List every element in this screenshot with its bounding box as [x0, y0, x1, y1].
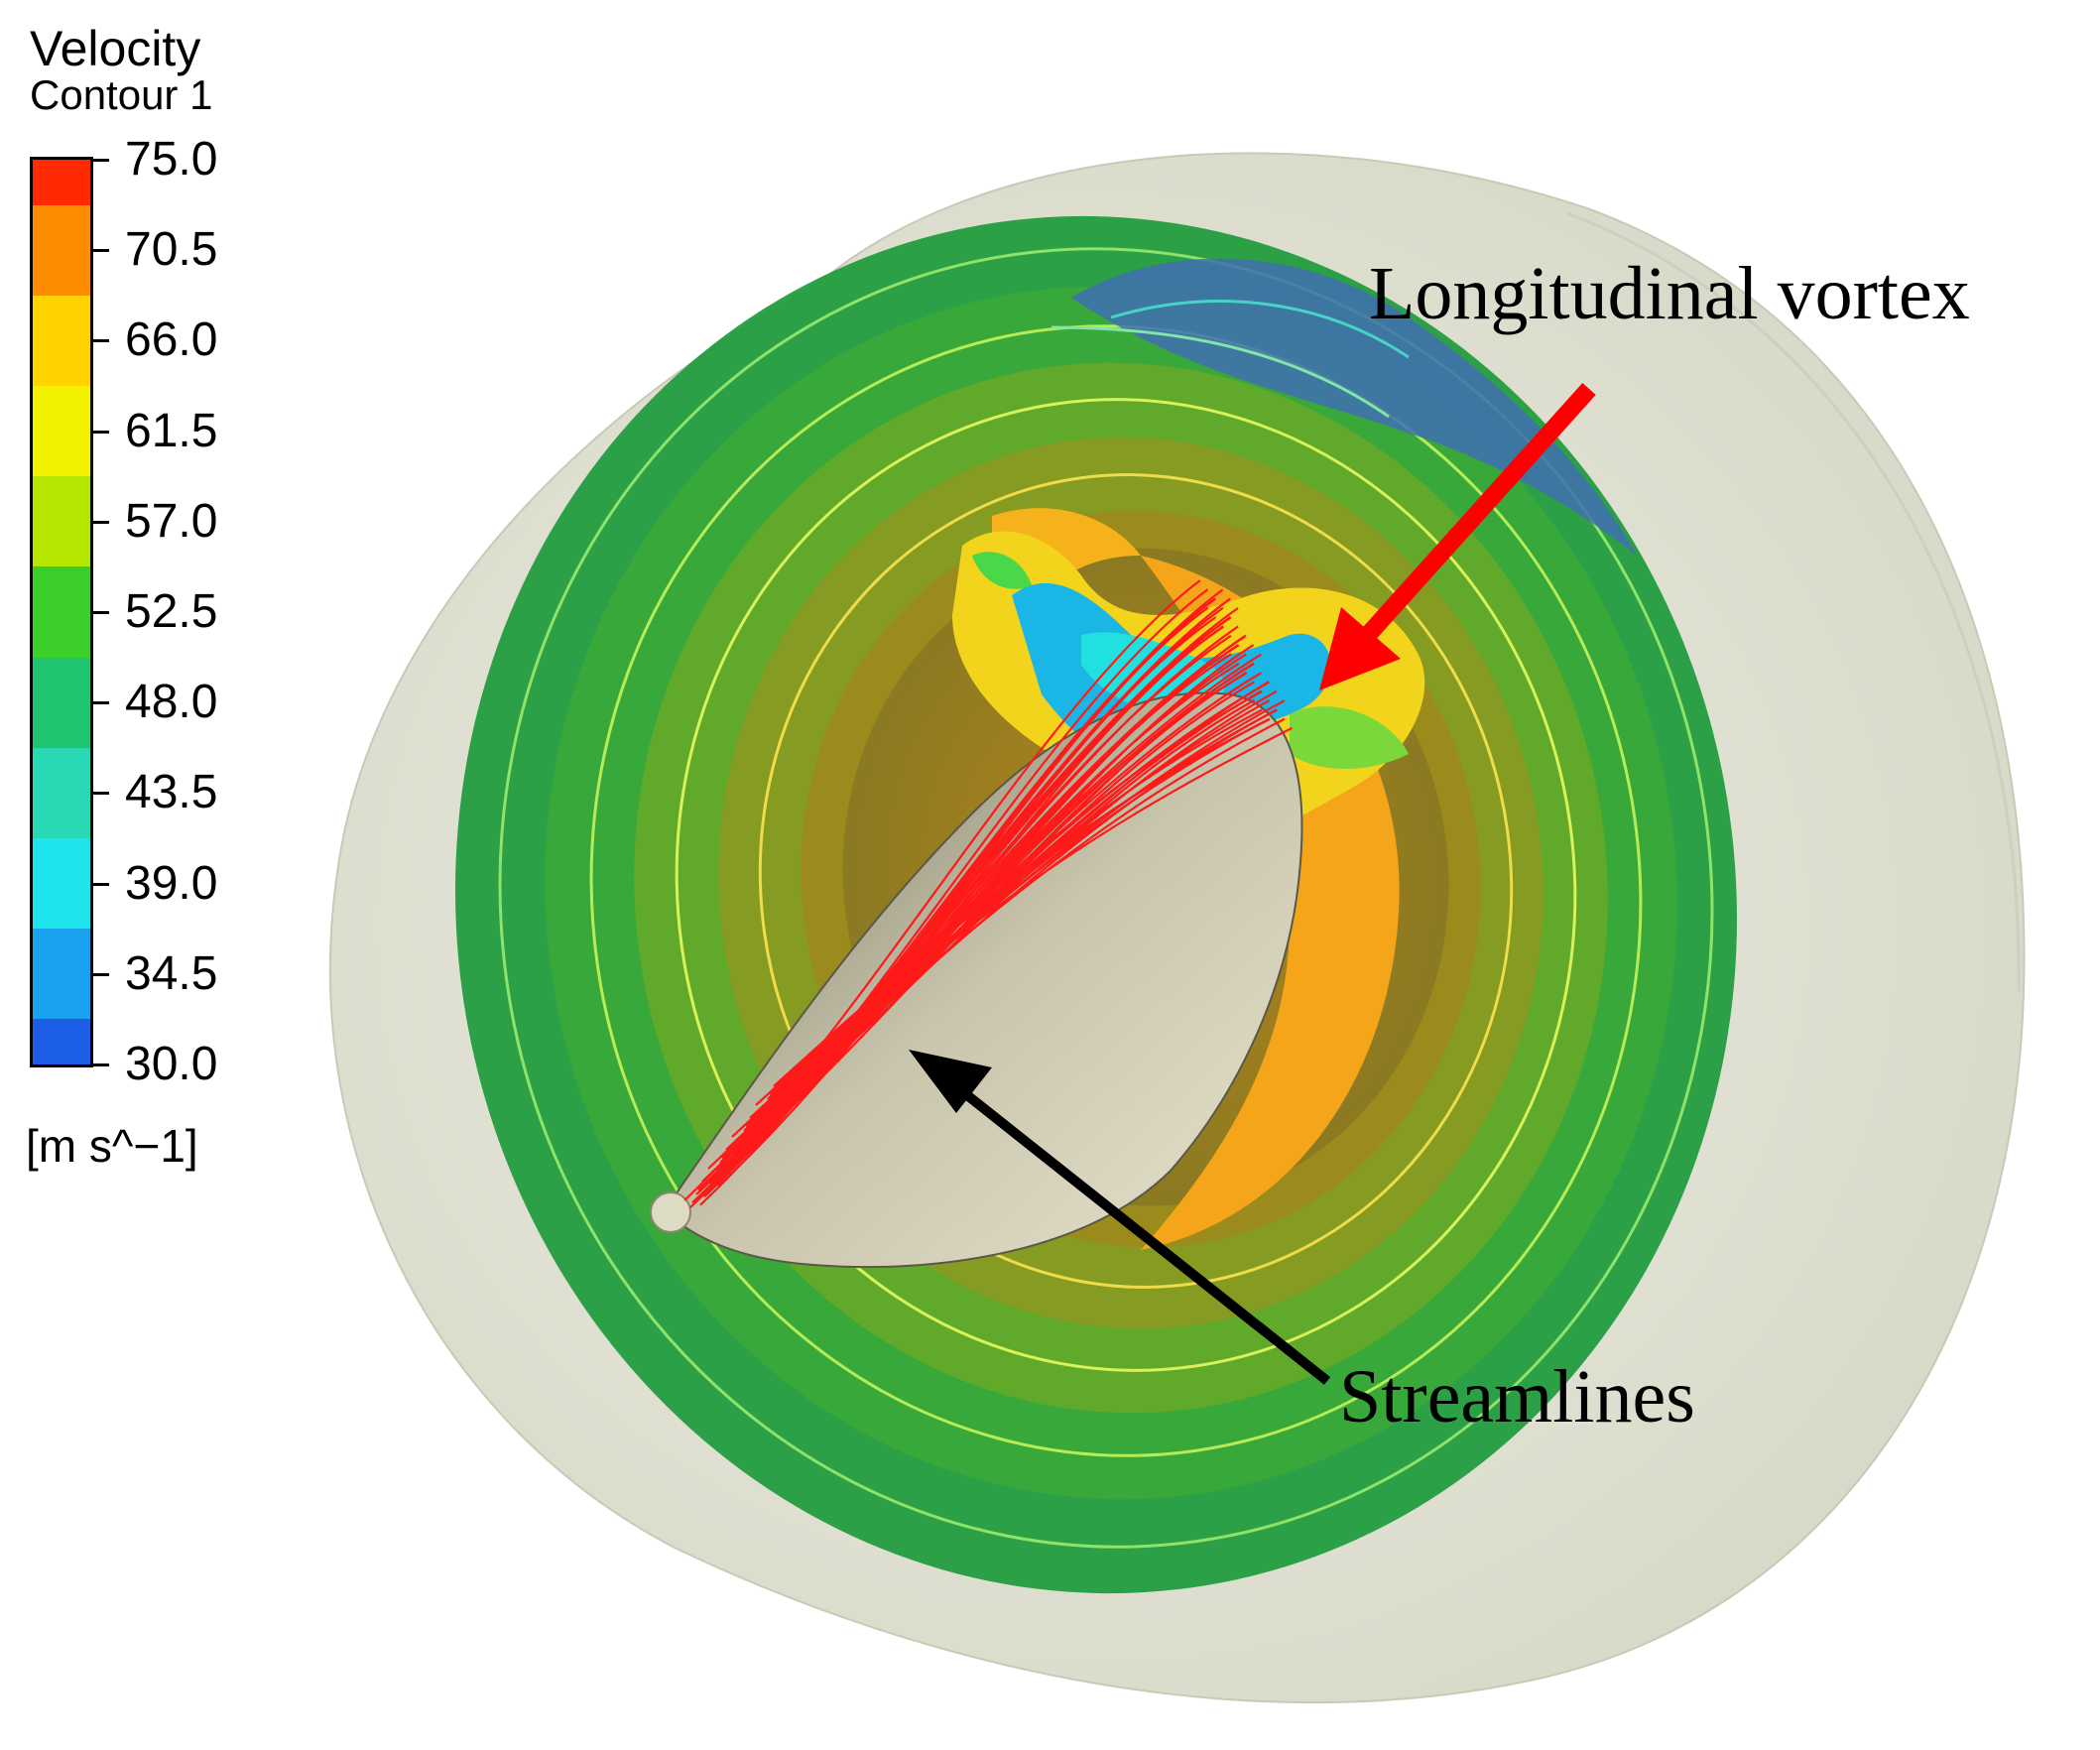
- color-bar-tick: [93, 792, 109, 796]
- color-band: [33, 747, 90, 839]
- vortex-arrow: [1319, 382, 1596, 690]
- color-band: [33, 657, 90, 749]
- color-band: [33, 386, 90, 478]
- streamline-arrow: [909, 1050, 1331, 1385]
- annotation-longitudinal-vortex: Longitudinal vortex: [1369, 252, 1970, 335]
- color-band: [33, 1019, 90, 1064]
- color-bar-tick-label: 34.5: [125, 946, 218, 1000]
- color-band: [33, 476, 90, 568]
- color-bar: [30, 157, 93, 1067]
- color-band: [33, 929, 90, 1021]
- color-bar-tick-label: 61.5: [125, 404, 218, 457]
- streamlines: [683, 579, 1293, 1208]
- color-bar-tick-label: 52.5: [125, 585, 218, 638]
- color-bar-tick-label: 70.5: [125, 223, 218, 277]
- legend-subtitle: Contour 1: [30, 71, 213, 118]
- color-band: [33, 204, 90, 297]
- color-bar-tick: [93, 339, 109, 343]
- color-bar-tick-label: 39.0: [125, 856, 218, 910]
- color-bar-tick: [93, 249, 109, 253]
- color-bar-tick: [93, 611, 109, 614]
- color-band: [33, 160, 90, 206]
- color-bar-tick: [93, 701, 109, 705]
- color-bar-tick-label: 75.0: [125, 133, 218, 186]
- color-bar-tick-label: 66.0: [125, 313, 218, 367]
- color-bar-tick: [93, 1063, 109, 1066]
- color-band: [33, 566, 90, 659]
- color-band: [33, 295, 90, 387]
- color-bar-tick-label: 43.5: [125, 766, 218, 819]
- streamline: [783, 726, 1293, 1085]
- color-bar-tick-label: 57.0: [125, 494, 218, 548]
- color-band: [33, 838, 90, 931]
- color-bar-tick: [93, 972, 109, 976]
- streamline: [773, 718, 1271, 1087]
- streamline: [769, 708, 1263, 1096]
- color-bar-tick: [93, 430, 109, 434]
- color-bar-tick: [93, 520, 109, 524]
- cone-hub: [650, 691, 1303, 1269]
- legend-title: Velocity: [30, 21, 201, 76]
- legend-unit: [m s^−1]: [26, 1120, 198, 1172]
- color-bar-tick: [93, 159, 109, 162]
- streamline: [751, 681, 1255, 1135]
- color-bar-tick-label: 30.0: [125, 1038, 218, 1090]
- annotation-streamlines: Streamlines: [1339, 1355, 1695, 1438]
- color-bar-tick-label: 48.0: [125, 676, 218, 729]
- color-bar-tick: [93, 882, 109, 886]
